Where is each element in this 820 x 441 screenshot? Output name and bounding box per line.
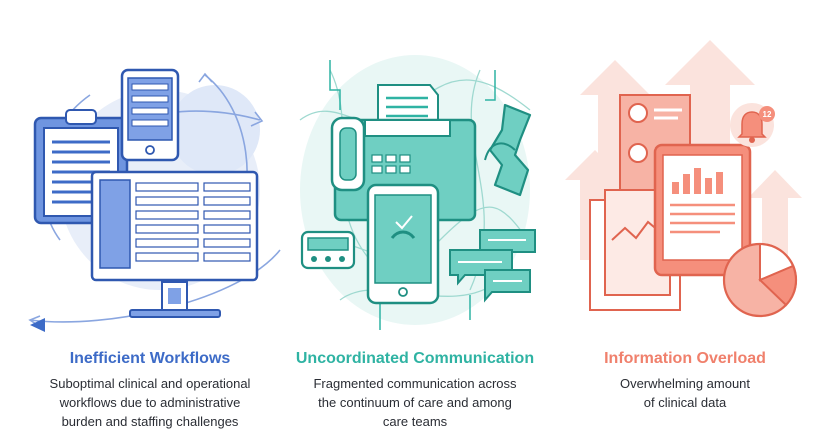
communication-desc-line-3: care teams	[382, 414, 448, 429]
workflows-description: Suboptimal clinical and operational work…	[0, 374, 300, 431]
communication-illustration	[299, 55, 536, 330]
panel-inefficient-workflows: Inefficient Workflows Suboptimal clinica…	[0, 0, 300, 441]
overload-desc-line-2: of clinical data	[643, 395, 727, 410]
pager-icon	[300, 230, 356, 270]
overload-description: Overwhelming amount of clinical data	[550, 374, 820, 412]
communication-description: Fragmented communication across the cont…	[280, 374, 550, 431]
tablet-icon	[120, 68, 180, 162]
communication-caption: Uncoordinated Communication Fragmented c…	[280, 350, 550, 431]
overload-caption: Information Overload Overwhelming amount…	[550, 350, 820, 412]
tablet-chart-icon	[653, 143, 752, 277]
panel-information-overload: 12 Information Overload Overwhelming amo…	[550, 0, 820, 441]
workflows-desc-line-2: workflows due to administrative	[59, 395, 241, 410]
chat-bubble-icon	[449, 229, 536, 303]
pie-chart-icon	[722, 242, 798, 318]
workflows-caption: Inefficient Workflows Suboptimal clinica…	[0, 350, 300, 431]
overload-title: Information Overload	[604, 350, 766, 367]
panel-uncoordinated-communication: Uncoordinated Communication Fragmented c…	[280, 0, 550, 441]
fax-machine-icon	[330, 84, 477, 222]
overload-illustration: 12	[565, 40, 802, 318]
communication-title: Uncoordinated Communication	[295, 350, 535, 367]
notification-badge: 12	[763, 110, 772, 119]
communication-desc-line-1: Fragmented communication across	[313, 376, 517, 391]
workflows-illustration	[28, 68, 281, 332]
workflows-title: Inefficient Workflows	[69, 350, 231, 367]
smartphone-icon	[366, 183, 440, 305]
desktop-monitor-icon	[90, 170, 259, 318]
workflows-desc-line-1: Suboptimal clinical and operational	[49, 376, 251, 391]
overload-desc-line-1: Overwhelming amount	[619, 376, 751, 391]
communication-desc-line-2: the continuum of care and among	[318, 395, 512, 410]
workflows-desc-line-3: burden and staffing challenges	[61, 414, 239, 429]
bell-notification-icon: 12	[730, 103, 775, 147]
telephone-handset-icon	[484, 103, 532, 197]
